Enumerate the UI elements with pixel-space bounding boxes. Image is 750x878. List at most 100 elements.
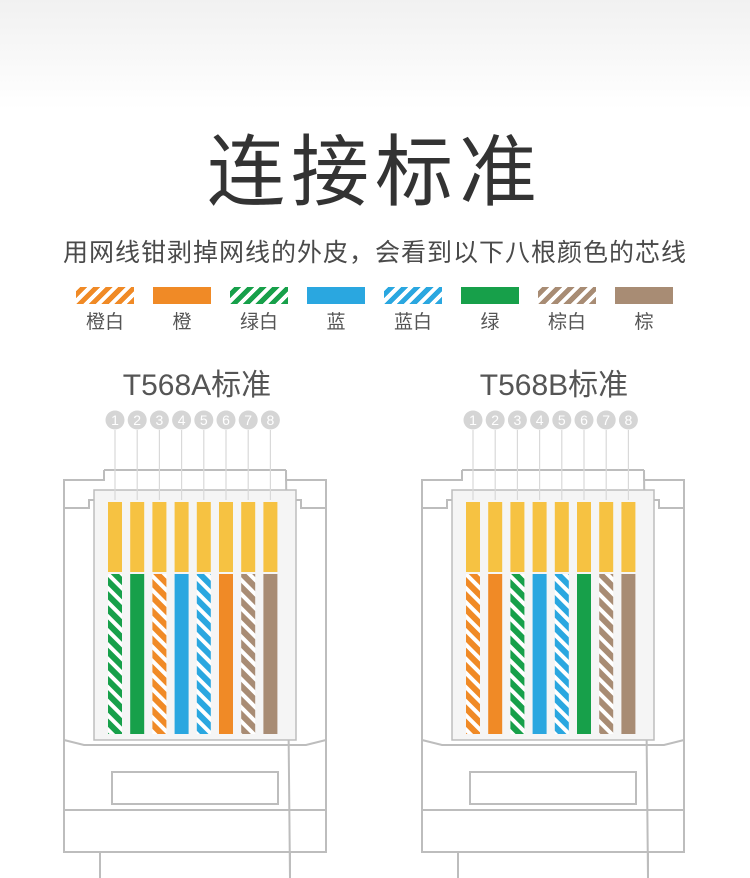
gold-contact — [108, 502, 122, 572]
pin-number-badge — [260, 410, 280, 430]
wire-blue — [532, 574, 547, 734]
gold-contact — [241, 502, 256, 572]
gold-contact — [488, 502, 503, 572]
legend-swatch — [461, 287, 519, 304]
pin-number-badge — [172, 410, 192, 430]
pin-number-badge — [507, 410, 527, 430]
pin-number-badge — [238, 410, 258, 430]
legend-item-blue-white: 蓝白 — [382, 287, 444, 334]
wire-green — [577, 574, 591, 734]
gold-contact — [219, 502, 233, 572]
gold-contact — [466, 502, 480, 572]
gold-contact — [130, 502, 145, 572]
gold-contact — [263, 502, 278, 572]
pin-number-label: 1 — [111, 412, 119, 428]
pin-number-badge — [463, 410, 483, 430]
gold-contact — [621, 502, 636, 572]
gold-contact — [577, 502, 591, 572]
legend-label: 绿 — [480, 311, 500, 333]
legend-item-brown-white: 棕白 — [536, 287, 598, 334]
gold-contact — [510, 502, 525, 572]
pin-number-label: 8 — [267, 412, 275, 428]
pin-number-label: 6 — [580, 412, 588, 428]
wire-orange-white — [152, 574, 167, 734]
pin-number-badge — [105, 410, 125, 430]
gold-contact — [174, 502, 189, 572]
pin-number-badge — [194, 410, 214, 430]
pin-number-label: 1 — [469, 412, 477, 428]
legend-item-green-white: 绿白 — [228, 287, 290, 334]
legend-label: 橙白 — [85, 311, 124, 333]
pin-number-badge — [127, 410, 147, 430]
legend-item-brown: 棕 — [613, 287, 675, 334]
wire-brown-white — [241, 574, 256, 734]
pin-number-badge — [552, 410, 572, 430]
pin-number-label: 6 — [222, 412, 230, 428]
pin-number-label: 7 — [244, 412, 252, 428]
pin-number-label: 5 — [200, 412, 208, 428]
pin-number-badge — [485, 410, 505, 430]
t568b-latch-slot — [469, 771, 637, 805]
legend-label: 绿白 — [239, 311, 278, 333]
pin-number-label: 2 — [491, 412, 499, 428]
wire-green-white — [510, 574, 525, 734]
t568b-title: T568B标准 — [479, 369, 629, 402]
pin-number-badge — [530, 410, 550, 430]
legend-item-orange-white: 橙白 — [74, 287, 136, 334]
pin-number-badge — [216, 410, 236, 430]
legend-label: 蓝 — [326, 311, 346, 333]
wire-orange-white — [466, 574, 480, 734]
legend-swatch — [76, 287, 134, 304]
wire-blue-white — [196, 574, 211, 734]
wire-brown — [263, 574, 278, 734]
legend-label: 蓝白 — [393, 311, 432, 333]
wire-green-white — [108, 574, 122, 734]
t568a-title: T568A标准 — [122, 369, 272, 402]
legend-label: 棕白 — [547, 311, 586, 333]
pin-number-label: 8 — [625, 412, 633, 428]
page-title: 连接标准 — [206, 128, 543, 218]
legend-label: 棕 — [634, 311, 654, 333]
t568a-contact-area — [93, 489, 297, 741]
wire-blue-white — [554, 574, 569, 734]
t568b-contact-area — [451, 489, 655, 741]
t568a-latch-slot — [111, 771, 279, 805]
wire-orange — [219, 574, 233, 734]
pin-number-label: 7 — [602, 412, 610, 428]
gold-contact — [554, 502, 569, 572]
pin-number-label: 2 — [133, 412, 141, 428]
pin-number-badge — [149, 410, 169, 430]
legend-label: 橙 — [172, 311, 192, 333]
pin-number-label: 3 — [156, 412, 164, 428]
gold-contact — [532, 502, 547, 572]
legend-item-blue: 蓝 — [305, 287, 367, 334]
legend-item-orange: 橙 — [151, 287, 213, 334]
pin-number-label: 4 — [536, 412, 544, 428]
gold-contact — [152, 502, 167, 572]
color-legend: 橙白 橙 绿白 蓝 蓝白 绿 棕白 棕 — [74, 287, 684, 339]
legend-swatch — [384, 287, 442, 304]
legend-swatch — [230, 287, 288, 304]
legend-swatch — [153, 287, 211, 304]
legend-item-green: 绿 — [459, 287, 521, 334]
gold-contact — [196, 502, 211, 572]
page-subtitle: 用网线钳剥掉网线的外皮，会看到以下八根颜色的芯线 — [62, 238, 687, 267]
wire-blue — [174, 574, 189, 734]
pin-number-label: 3 — [514, 412, 522, 428]
gold-contact — [599, 502, 614, 572]
wire-green — [130, 574, 145, 734]
pin-number-label: 5 — [558, 412, 566, 428]
wire-brown-white — [599, 574, 614, 734]
pin-number-label: 4 — [178, 412, 186, 428]
pin-number-badge — [618, 410, 638, 430]
legend-swatch — [615, 287, 673, 304]
pin-number-badge — [596, 410, 616, 430]
legend-swatch — [307, 287, 365, 304]
pin-number-badge — [574, 410, 594, 430]
wire-brown — [621, 574, 636, 734]
wire-orange — [488, 574, 503, 734]
legend-swatch — [538, 287, 596, 304]
